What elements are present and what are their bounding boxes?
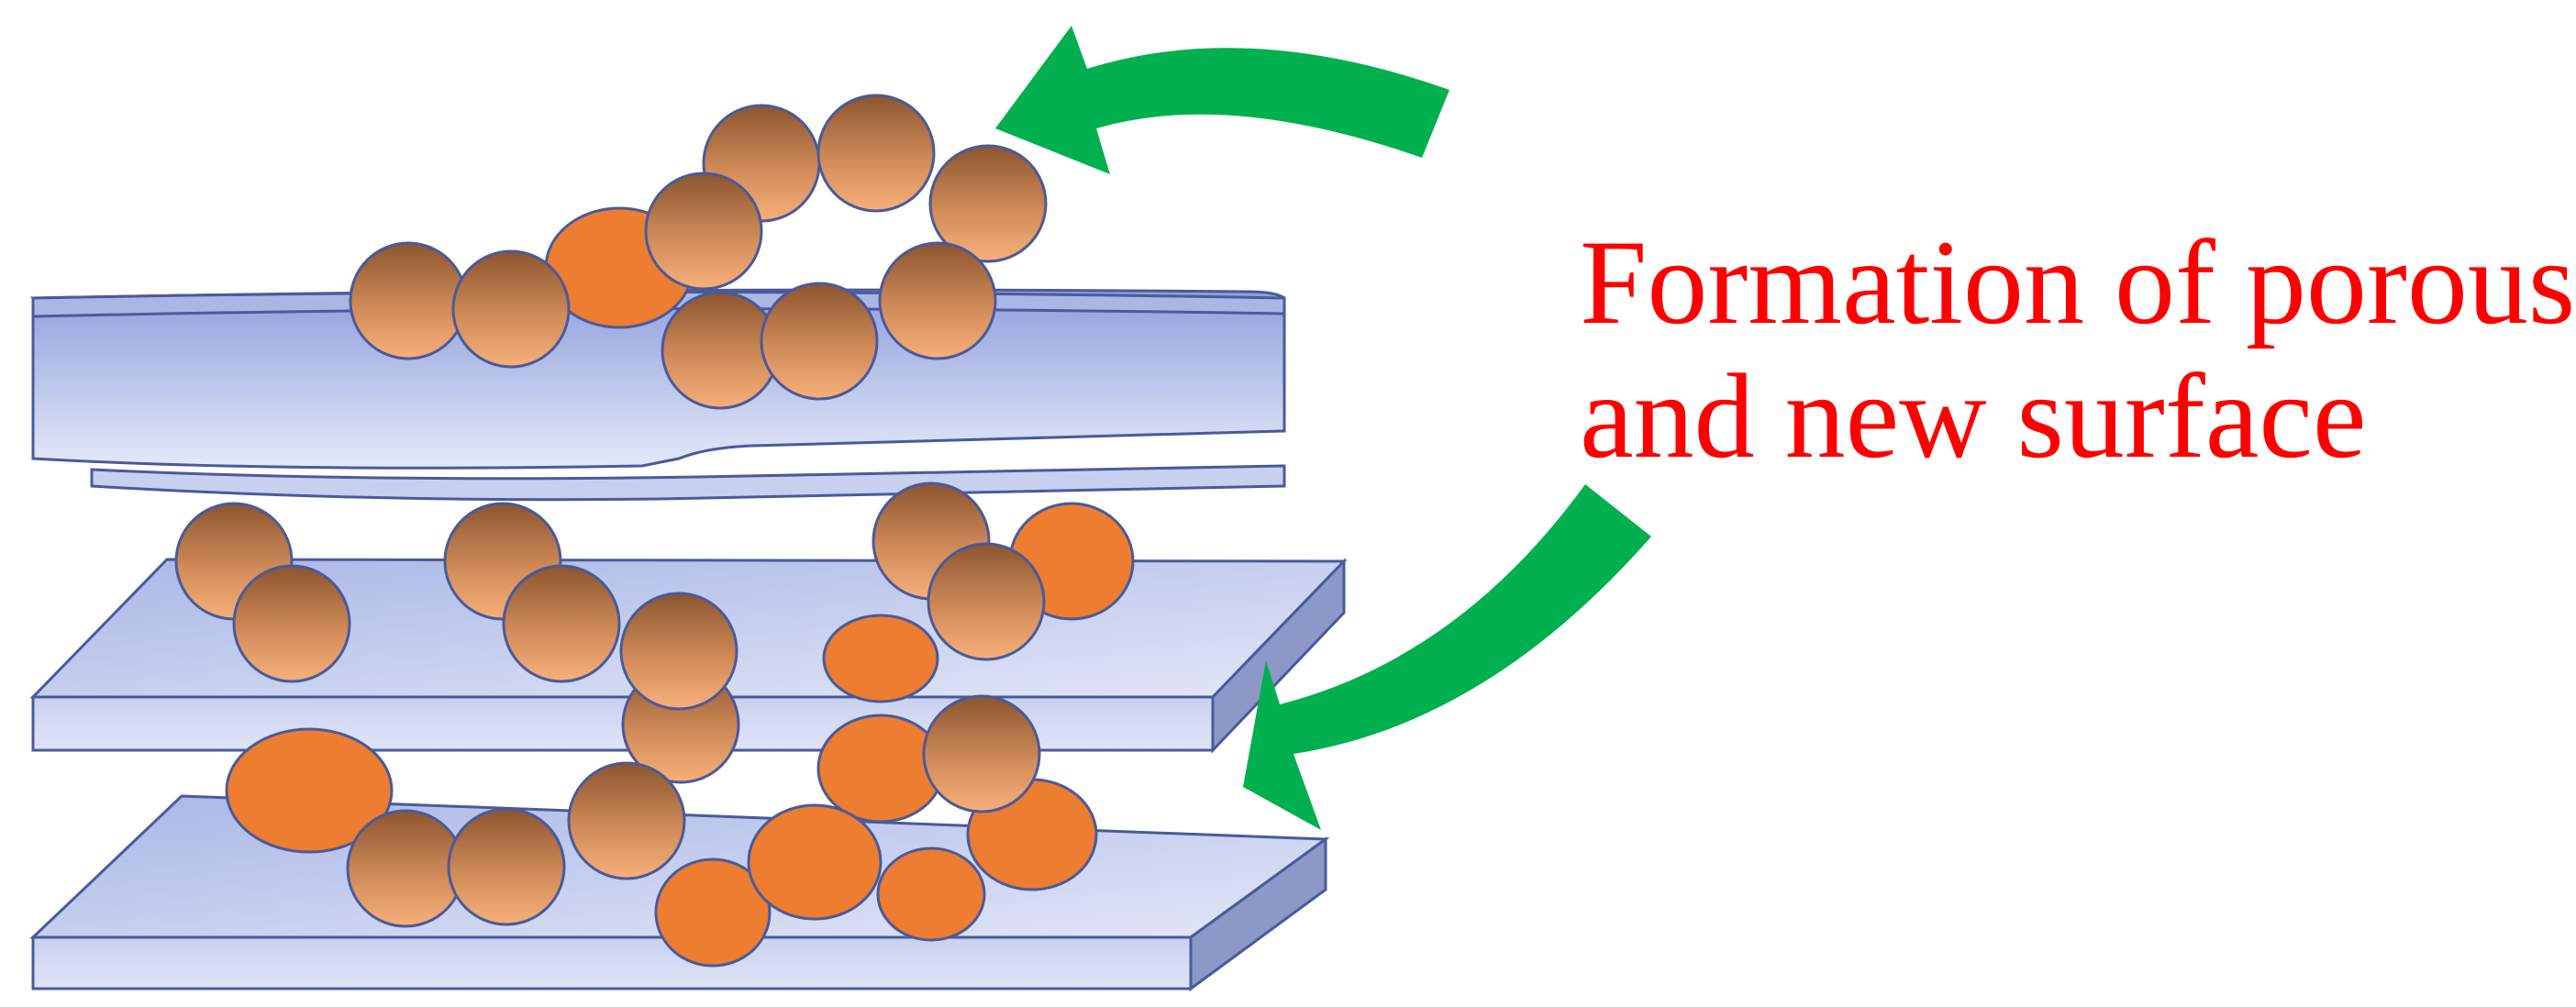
top-sheet-lower-lip	[90, 464, 1286, 502]
caption-line-2: and new surface	[1580, 349, 2367, 483]
flat-particle	[654, 858, 772, 968]
top-particle-cluster	[349, 94, 1048, 410]
round-particle	[232, 564, 351, 683]
flat-particle	[747, 803, 883, 921]
top-sheet	[29, 288, 1286, 502]
round-particle	[349, 241, 468, 360]
round-particle	[878, 241, 997, 360]
round-particle	[451, 249, 571, 369]
round-particle	[661, 291, 780, 410]
round-particle	[346, 809, 465, 928]
round-particle	[922, 694, 1041, 813]
bottom-plate-front	[31, 935, 1193, 990]
round-particle	[502, 564, 621, 683]
round-particle	[644, 172, 763, 291]
flat-particle	[876, 847, 986, 942]
round-particle	[928, 144, 1048, 263]
flat-particle	[822, 614, 939, 703]
round-particle	[760, 282, 879, 401]
curved-arrow-icon	[1243, 484, 1651, 830]
upper-arrow	[995, 26, 1449, 174]
round-particle	[927, 542, 1046, 661]
middle-plate-side	[1211, 558, 1346, 754]
lower-arrow	[1243, 484, 1651, 830]
round-particle	[567, 761, 686, 880]
round-particle	[816, 94, 936, 213]
flat-particle	[225, 727, 394, 854]
round-particle	[447, 807, 566, 926]
bottom-plate-side	[1189, 836, 1327, 991]
bottom-particle-cluster	[225, 694, 1098, 968]
curved-arrow-icon	[995, 26, 1449, 174]
caption-line-1: Formation of porous	[1580, 215, 2575, 349]
round-particle	[619, 592, 738, 711]
middle-particle-cluster	[174, 481, 1135, 784]
